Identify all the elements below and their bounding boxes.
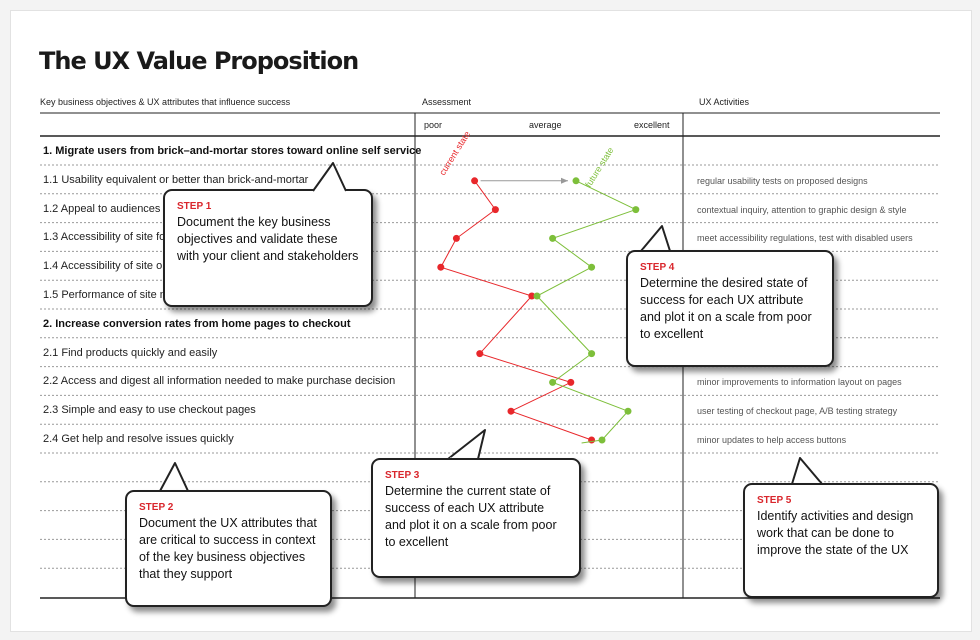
future-state-point [549, 378, 557, 386]
ux-activity: minor updates to help access buttons [697, 435, 847, 445]
step2-text: Document the UX attributes that are crit… [139, 516, 317, 581]
current-state-point [567, 378, 575, 386]
step4-label: STEP 4 [640, 262, 675, 273]
current-state-point [471, 177, 479, 185]
step5-label: STEP 5 [757, 495, 792, 506]
current-state-point [528, 292, 536, 300]
step3-label: STEP 3 [385, 470, 420, 481]
future-state-point [572, 177, 580, 185]
attribute-row: 1.5 Performance of site must [43, 289, 184, 301]
step1-text: Document the key business objectives and… [177, 215, 359, 263]
step3-callout: STEP 3 Determine the current state of su… [371, 458, 581, 578]
ux-activity: meet accessibility regulations, test wit… [697, 233, 913, 244]
scale-poor-label: poor [424, 120, 443, 130]
ux-activity: minor improvements to information layout… [697, 377, 902, 388]
scale-excellent-label: excellent [634, 120, 670, 130]
ux-activity: regular usability tests on proposed desi… [697, 175, 868, 186]
attribute-row: 2.4 Get help and resolve issues quickly [43, 433, 234, 445]
step4-text: Determine the desired state of success f… [640, 276, 812, 341]
step2-callout: STEP 2 Document the UX attributes that a… [125, 490, 332, 607]
attribute-row: 2.1 Find products quickly and easily [43, 346, 218, 359]
step1-callout: STEP 1 Document the key business objecti… [163, 189, 373, 307]
step5-callout: STEP 5 Identify activities and design wo… [743, 483, 939, 598]
page-title: The UX Value Proposition [39, 47, 359, 75]
attribute-row: 1.1 Usability equivalent or better than … [43, 173, 309, 186]
future-state-tail [581, 439, 603, 444]
future-state-point [624, 407, 632, 415]
objective-row: 2. Increase conversion rates from home p… [43, 317, 351, 330]
objectives-header: Key business objectives & UX attributes … [40, 97, 291, 107]
attribute-row: 1.2 Appeal to audiences current [43, 202, 198, 215]
future-state-point [588, 350, 596, 358]
future-state-point [632, 206, 640, 214]
objective-row: 1. Migrate users from brick–and-mortar s… [43, 145, 422, 157]
step1-label: STEP 1 [177, 201, 212, 212]
step4-tail [640, 225, 671, 252]
step3-tail [447, 429, 486, 460]
arrowhead-icon [561, 177, 568, 184]
ux-activity: user testing of checkout page, A/B testi… [697, 406, 898, 417]
step5-text: Identify activities and design work that… [757, 509, 914, 557]
current-state-point [491, 206, 499, 214]
assessment-header: Assessment [422, 97, 472, 107]
current-state-point [452, 234, 460, 242]
future-state-point [549, 234, 557, 242]
current-state-point [437, 263, 445, 271]
step1-tail [312, 162, 347, 192]
step2-tail [159, 462, 189, 492]
future-state-point [533, 292, 541, 300]
step2-label: STEP 2 [139, 502, 174, 513]
current-state-point [507, 407, 515, 415]
attribute-row: 2.3 Simple and easy to use checkout page… [43, 404, 256, 417]
ux-activity: contextual inquiry, attention to graphic… [697, 204, 907, 215]
scale-average-label: average [529, 120, 562, 130]
future-state-point [588, 263, 596, 271]
step5-tail [791, 457, 823, 485]
attribute-row: 2.2 Access and digest all information ne… [43, 375, 396, 388]
step3-text: Determine the current state of success o… [385, 484, 557, 549]
current-state-point [476, 350, 484, 358]
step4-callout: STEP 4 Determine the desired state of su… [626, 250, 834, 367]
activities-header: UX Activities [699, 97, 750, 107]
